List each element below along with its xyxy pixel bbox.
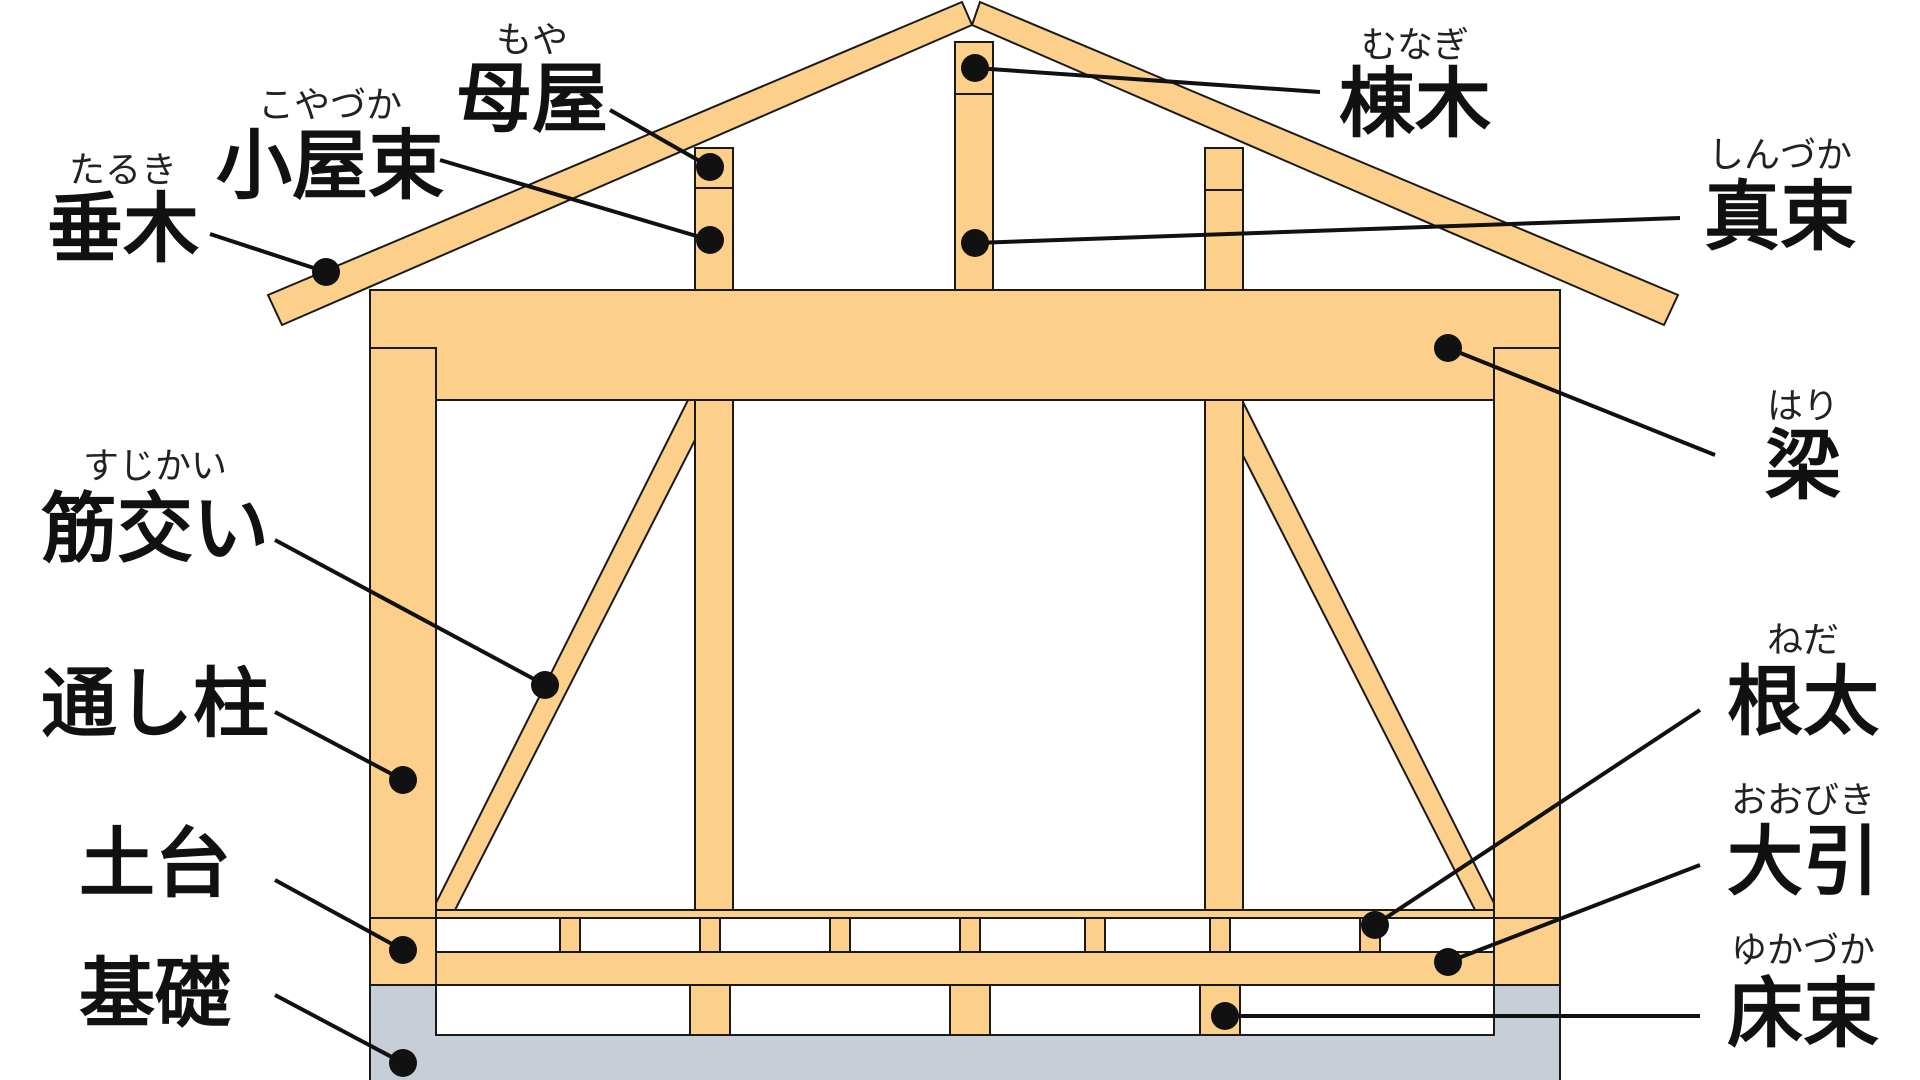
ruby-koyazuka: こやづか [258, 85, 402, 126]
label-sujikai: 筋交い [41, 484, 269, 573]
label-oobiki: 大引 [1727, 817, 1879, 906]
marker-dots [312, 54, 1462, 1077]
sill-right [1493, 917, 1561, 986]
leader-oobiki [1447, 863, 1701, 964]
floor-board [435, 909, 1495, 919]
joist [1084, 917, 1106, 953]
floor-post [949, 984, 991, 1036]
dot-oobiki [1434, 948, 1462, 976]
leader-neda [1373, 708, 1702, 927]
ruby-moya: もや [496, 20, 568, 61]
stud-left [694, 399, 734, 911]
rafters [266, 0, 1680, 327]
ruby-shinzuka: しんづか [1708, 135, 1852, 176]
ruby-sujikai: すじかい [83, 446, 227, 487]
label-hari: 梁 [1765, 421, 1841, 510]
ruby-hari: はり [1767, 386, 1839, 427]
label-moya: 母屋 [456, 54, 608, 143]
dot-kiso [389, 1049, 417, 1077]
dot-dodai [389, 936, 417, 964]
leader-shinzuka [974, 216, 1681, 245]
ruby-yukazuka: ゆかづか [1731, 930, 1875, 971]
dot-munagi [961, 54, 989, 82]
leader-lines [209, 66, 1716, 1065]
ruby-taruki: たるき [69, 150, 177, 191]
label-taruki: 垂木 [47, 184, 199, 273]
joist [559, 917, 581, 953]
label-toshibashira: 通し柱 [41, 659, 269, 748]
label-dodai: 土台 [79, 819, 231, 908]
leader-taruki [209, 232, 327, 274]
dot-hari [1434, 334, 1462, 362]
leader-toshibashira [274, 710, 404, 782]
dot-toshibashira [389, 766, 417, 794]
brace-right [1234, 399, 1495, 911]
roof-strut-right [1204, 189, 1244, 291]
leader-dodai [274, 878, 404, 952]
ruby-munagi: むなぎ [1361, 25, 1469, 66]
label-shinzuka: 真束 [1704, 172, 1856, 261]
column-right [1493, 347, 1561, 919]
dot-neda [1361, 911, 1389, 939]
label-munagi: 棟木 [1339, 59, 1491, 148]
joist [699, 917, 721, 953]
joist [1209, 917, 1231, 953]
dot-sujikai [531, 671, 559, 699]
dot-shinzuka [961, 229, 989, 257]
dot-taruki [312, 258, 340, 286]
floor-post [689, 984, 731, 1036]
king-post [954, 93, 994, 291]
ruby-neda: ねだ [1767, 620, 1839, 661]
sill-plates [369, 917, 1561, 986]
joist [959, 917, 981, 953]
studs [694, 399, 1244, 911]
main-beam [369, 289, 1561, 401]
rafter-right [970, 0, 1680, 327]
leader-moya [609, 108, 711, 169]
stud-right [1204, 399, 1244, 911]
dot-koyazuka [696, 226, 724, 254]
floor-beam [435, 951, 1495, 986]
labels: もや 母屋 こやづか 小屋束 たるき 垂木 むなぎ 棟木 しんづか 真束 はり … [41, 20, 1879, 1058]
leader-kiso [274, 993, 404, 1065]
leader-munagi [974, 66, 1321, 94]
label-neda: 根太 [1727, 657, 1879, 746]
dot-moya [696, 153, 724, 181]
floor-joists [559, 917, 1381, 953]
brace-left [435, 399, 696, 911]
label-yukazuka: 床束 [1727, 969, 1879, 1058]
leader-hari [1447, 346, 1716, 457]
through-columns [369, 347, 1561, 919]
joist [829, 917, 851, 953]
column-left [369, 347, 437, 919]
purlin-block-right [1204, 147, 1244, 191]
label-kiso: 基礎 [79, 949, 231, 1038]
ruby-oobiki: おおびき [1731, 780, 1875, 821]
leader-koyazuka [439, 158, 711, 242]
label-koyazuka: 小屋束 [216, 121, 444, 210]
leader-sujikai [274, 538, 546, 687]
dot-yukazuka [1211, 1002, 1239, 1030]
braces [435, 399, 1495, 911]
